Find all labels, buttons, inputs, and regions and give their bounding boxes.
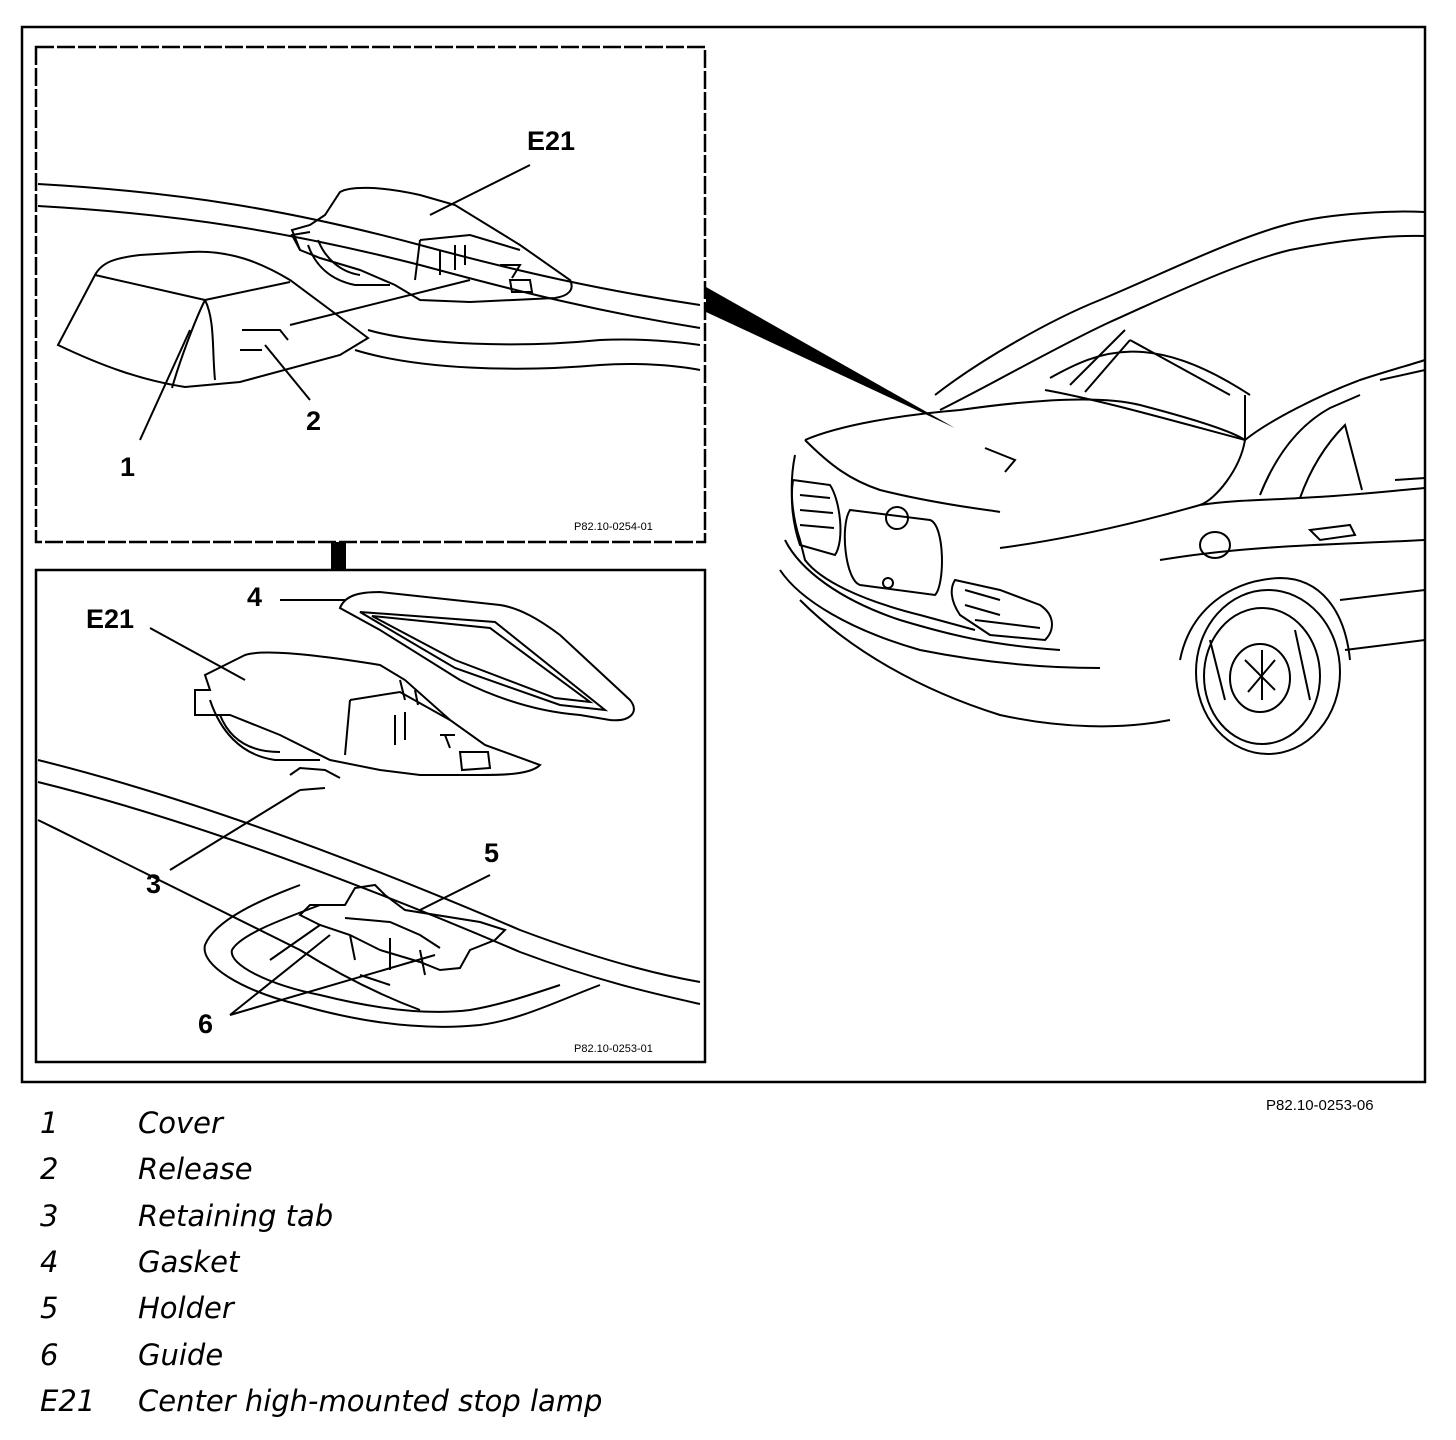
callout-1: 1 [120, 452, 135, 482]
legend-label: Guide [138, 1337, 224, 1372]
callout-2: 2 [306, 406, 321, 436]
callout-6: 6 [198, 1009, 213, 1039]
legend-label: Cover [138, 1106, 223, 1141]
tail-light-left [790, 478, 842, 557]
license-plate [843, 508, 943, 597]
top-detail-panel [34, 45, 707, 544]
legend-key: E21 [40, 1383, 96, 1418]
callout-e21-top: E21 [527, 126, 575, 156]
car-overview [779, 210, 1426, 755]
legend-label: Release [138, 1152, 253, 1187]
lamp-housing-shape [290, 186, 573, 304]
legend-key: 4 [40, 1245, 59, 1280]
bottom-panel-code: P82.10-0253-01 [574, 1043, 653, 1055]
diagram-figure: P82.10-0254-01 [20, 25, 1427, 1084]
pointer-wedge [706, 287, 955, 428]
legend-key: 5 [40, 1291, 59, 1326]
legend-item: 2 Release [40, 1146, 940, 1192]
legend-key: 2 [40, 1152, 59, 1187]
trunk-lid [804, 398, 1247, 549]
tail-light-right [950, 578, 1053, 642]
legend-item: 3 Retaining tab [40, 1193, 940, 1239]
outer-frame [20, 25, 1427, 1084]
legend-key: 6 [40, 1337, 59, 1372]
holder-shape [298, 883, 507, 972]
legend-label: Holder [138, 1291, 234, 1326]
legend-label: Retaining tab [138, 1198, 334, 1233]
cover-shape [56, 250, 370, 389]
panel-connector [331, 542, 346, 570]
legend: 1 Cover 2 Release 3 Retaining tab 4 Gask… [40, 1100, 940, 1424]
legend-key: 3 [40, 1198, 59, 1233]
legend-item: 5 Holder [40, 1285, 940, 1331]
figure-code: P82.10-0253-06 [1266, 1097, 1374, 1114]
legend-key: 1 [40, 1106, 59, 1141]
legend-label: Gasket [138, 1245, 240, 1280]
bottom-lamp-housing-shape [194, 651, 542, 776]
legend-label: Center high-mounted stop lamp [138, 1383, 603, 1418]
callout-5: 5 [484, 838, 499, 868]
legend-item: 1 Cover [40, 1100, 940, 1146]
rear-wheel [1195, 589, 1341, 755]
fuel-door [1199, 531, 1231, 559]
gasket-shape [338, 590, 635, 722]
legend-item: E21 Center high-mounted stop lamp [40, 1378, 940, 1424]
callout-4: 4 [247, 582, 262, 612]
top-panel-code: P82.10-0254-01 [574, 521, 653, 533]
legend-item: 4 Gasket [40, 1239, 940, 1285]
bottom-detail-panel [34, 568, 707, 1064]
callout-e21-bottom: E21 [86, 604, 134, 634]
emblem [885, 506, 909, 530]
legend-item: 6 Guide [40, 1331, 940, 1377]
callout-3: 3 [146, 869, 161, 899]
